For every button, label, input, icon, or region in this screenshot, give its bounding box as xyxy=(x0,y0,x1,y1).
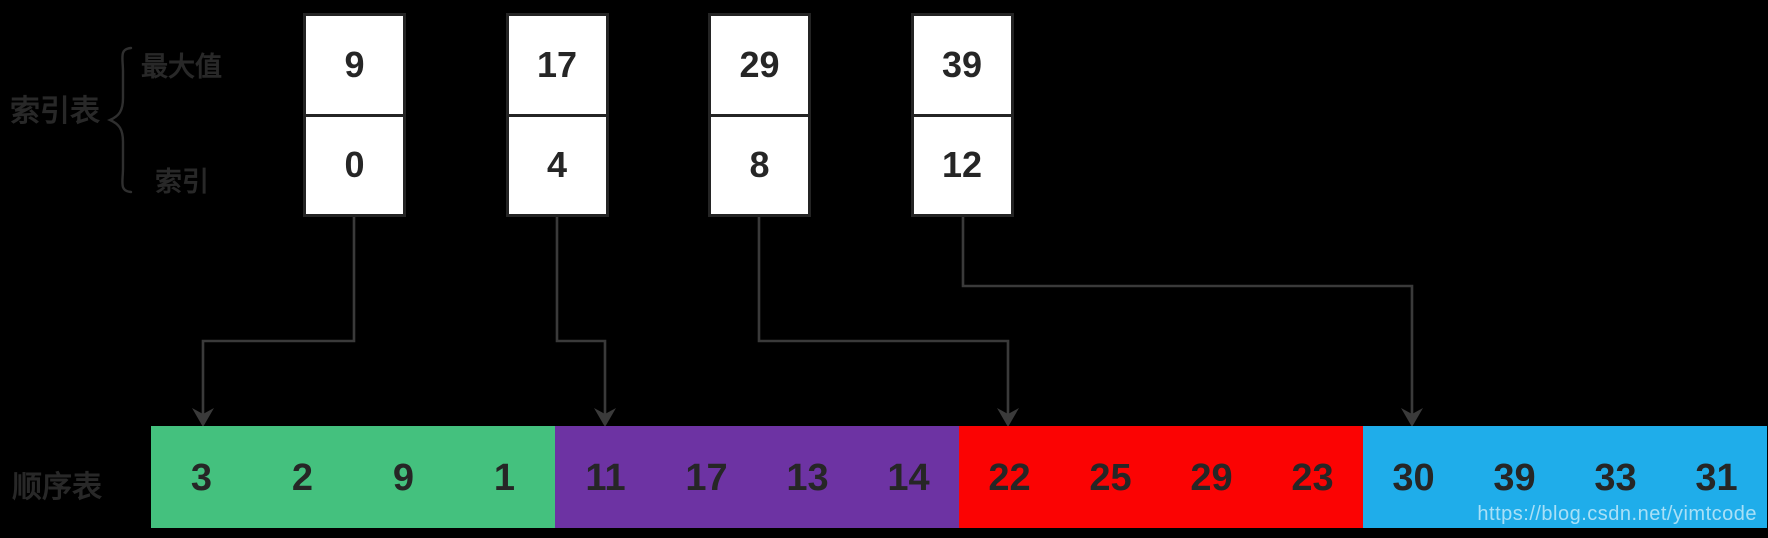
max-value-cell: 17 xyxy=(508,16,606,117)
list-cell: 22 xyxy=(959,426,1060,528)
list-cell: 1 xyxy=(454,426,555,528)
brace-icon xyxy=(107,46,133,194)
list-cell: 25 xyxy=(1060,426,1161,528)
arrow-down-icon xyxy=(997,408,1019,427)
list-cell: 30 xyxy=(1363,426,1464,528)
connector-2 xyxy=(555,217,607,414)
index-cell: 0 xyxy=(344,144,365,186)
connector-3 xyxy=(757,217,1010,414)
connector-1 xyxy=(201,217,356,414)
index-cell: 4 xyxy=(546,144,568,186)
arrow-down-icon xyxy=(192,408,214,427)
max-value-cell: 39 xyxy=(913,16,1011,117)
index-table-label: 索引表 xyxy=(10,95,100,128)
list-cell: 3 xyxy=(151,426,252,528)
index-box-1: 17 4 xyxy=(505,13,609,217)
list-cell: 14 xyxy=(858,426,959,528)
list-cell: 33 xyxy=(1565,426,1666,528)
index-cell: 12 xyxy=(941,144,983,186)
list-cell: 13 xyxy=(757,426,858,528)
list-cell: 23 xyxy=(1262,426,1363,528)
max-value-cell: 9 xyxy=(306,16,403,117)
list-cell: 39 xyxy=(1464,426,1565,528)
index-box-2: 29 8 xyxy=(708,13,811,217)
list-cell: 17 xyxy=(656,426,757,528)
sequential-list-label: 顺序表 xyxy=(12,471,102,504)
connector-4 xyxy=(961,217,1414,414)
index-label: 索引 xyxy=(155,167,209,197)
list-cell: 11 xyxy=(555,426,656,528)
max-value-label: 最大值 xyxy=(141,52,222,82)
index-box-3: 39 12 xyxy=(910,13,1014,217)
watermark: https://blog.csdn.net/yimtcode xyxy=(1477,503,1757,525)
list-cell: 29 xyxy=(1161,426,1262,528)
max-value-cell: 29 xyxy=(711,16,808,117)
list-cell: 2 xyxy=(252,426,353,528)
list-cell: 31 xyxy=(1666,426,1767,528)
arrow-down-icon xyxy=(594,408,616,427)
arrow-down-icon xyxy=(1401,408,1423,427)
list-cell: 9 xyxy=(353,426,454,528)
index-cell: 8 xyxy=(749,144,770,186)
